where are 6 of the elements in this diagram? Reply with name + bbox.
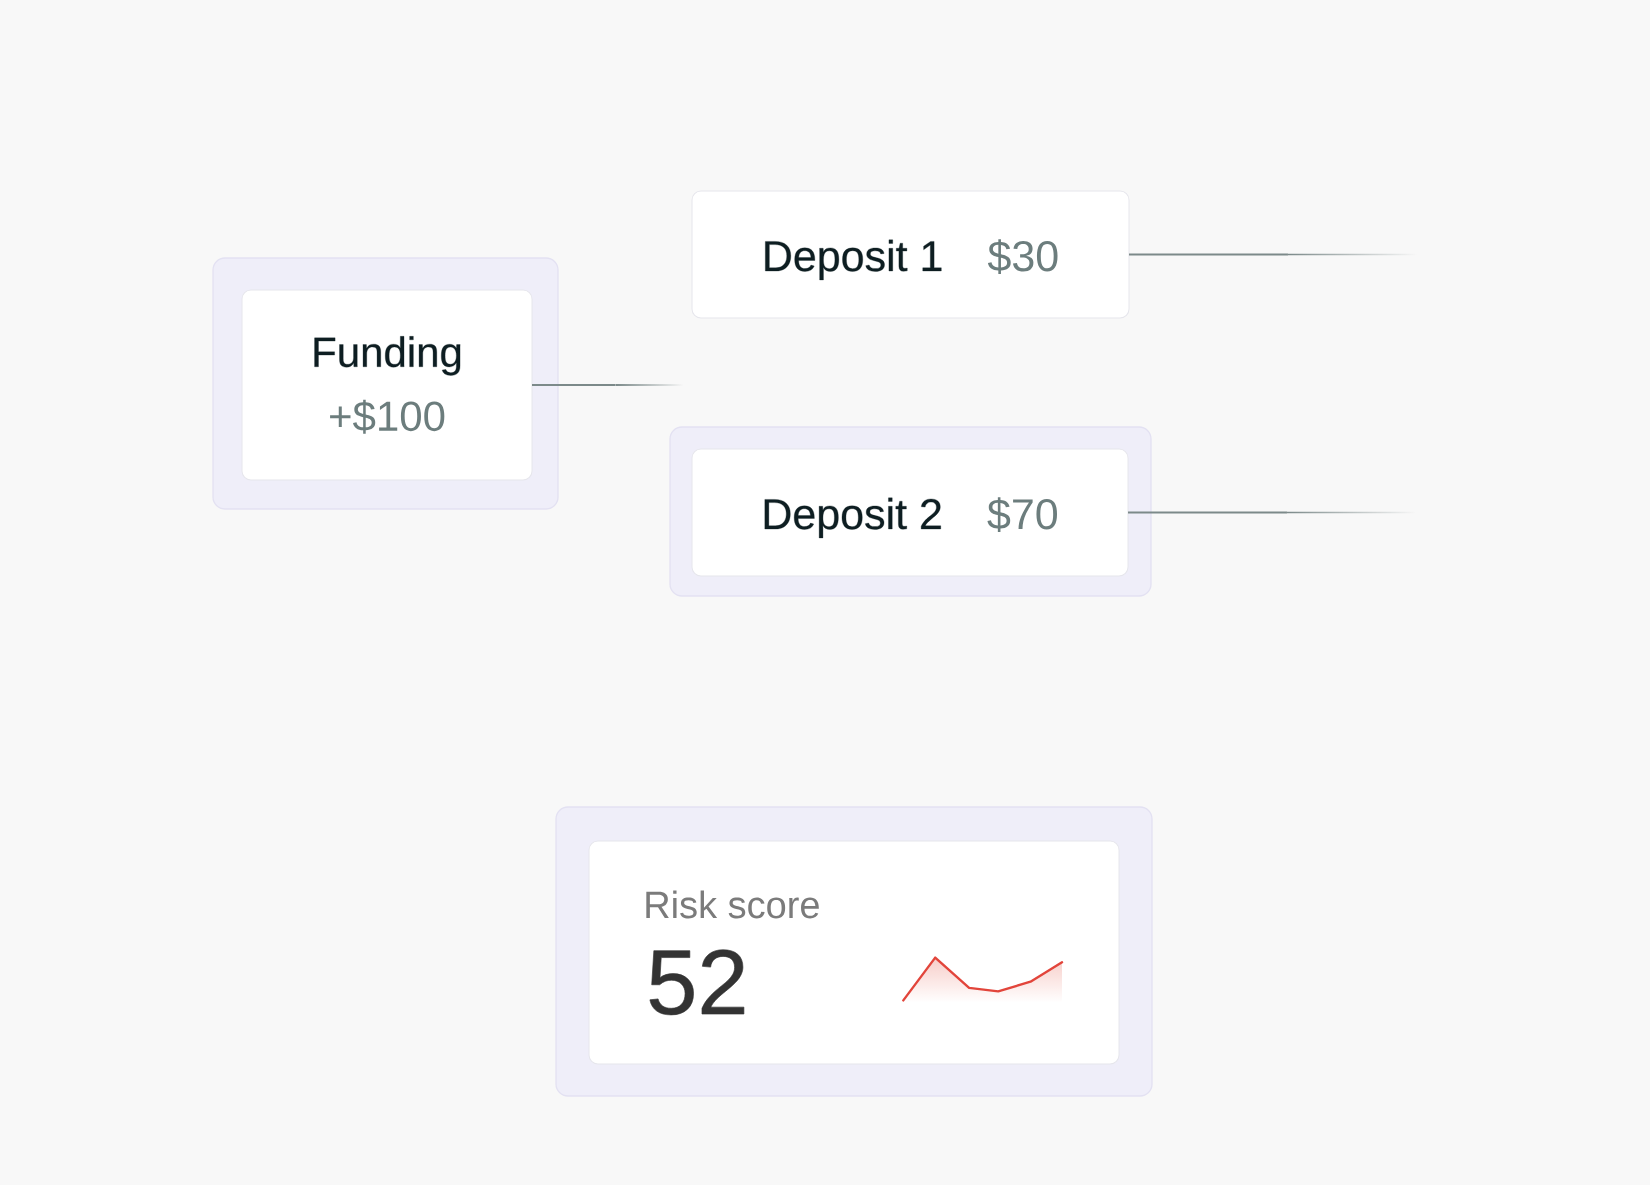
card: Deposit 2 $70 [691,448,1129,577]
connector-line [1128,253,1289,256]
connector-line [1127,511,1288,514]
connector-line [531,384,617,386]
card: Funding +$100 [241,289,533,481]
card: Deposit 1 $30 [691,190,1130,319]
